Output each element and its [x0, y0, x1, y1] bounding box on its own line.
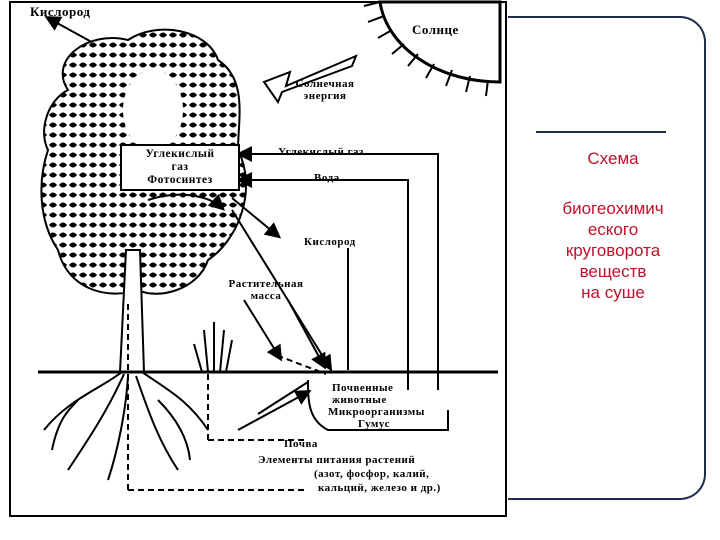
sun-icon: [363, 0, 502, 97]
co2-arrow: [236, 146, 439, 162]
side-divider: [536, 131, 666, 133]
plant-mass-arrow-1: [231, 209, 333, 372]
label-humus: Гумус: [358, 418, 390, 430]
label-water: Вода: [314, 172, 340, 184]
box-line-gas: газ: [171, 161, 189, 173]
label-plant-mass-line2: масса: [250, 290, 282, 302]
side-body-line: на суше: [581, 283, 645, 302]
label-solar-energy: Солнечная энергия: [288, 78, 362, 102]
side-body-line: еского: [587, 220, 639, 239]
plant-mass-arrow-2: [243, 299, 283, 362]
box-line-photosynthesis: Фотосинтез: [147, 174, 213, 186]
label-sun: Солнце: [412, 22, 459, 37]
side-body-line: круговорота: [565, 241, 661, 260]
decomposition-lines: [127, 300, 327, 491]
label-co2: Углекислый газ: [278, 146, 364, 158]
label-oxygen-top: Кислород: [30, 4, 91, 19]
label-soil-animals-line1: Почвенные: [332, 382, 394, 394]
label-plant-mass-line1: Растительная: [228, 278, 304, 290]
side-body: биогеохимич еского круговорота веществ н…: [528, 198, 698, 303]
solar-energy-arrow: [262, 54, 358, 105]
oxygen-mid-arrow: [231, 197, 282, 239]
diagram-frame: [9, 1, 507, 517]
label-soil-biota: Почвенные животные Микроорганизмы Гумус: [328, 382, 425, 430]
photosynthesis-box: Углекислый газ Фотосинтез: [120, 144, 240, 191]
label-plant-mass: Растительная масса: [216, 278, 316, 302]
side-body-line: веществ: [579, 262, 647, 281]
label-solar-energy-line2: энергия: [303, 90, 347, 102]
label-microorganisms: Микроорганизмы: [328, 406, 425, 418]
tree-roots: [43, 371, 209, 481]
side-title: Схема: [587, 149, 639, 168]
side-card: [508, 16, 706, 500]
label-nutrients-list-1: (азот, фосфор, калий,: [314, 468, 430, 480]
box-line-co2: Углекислый: [145, 148, 215, 160]
label-nutrients-list-2: кальций, железо и др.): [318, 482, 441, 494]
label-nutrients: Элементы питания растений: [258, 454, 416, 466]
biogeochemical-cycle-diagram: Кислород Солнце Солнечная энергия Углеки…: [8, 0, 508, 520]
diagram-artwork: [9, 0, 507, 517]
label-soil: Почва: [284, 438, 318, 450]
label-solar-energy-line1: Солнечная: [295, 78, 355, 90]
water-arrow: [236, 172, 409, 390]
side-body-line: биогеохимич: [562, 199, 664, 218]
grass-tuft: [193, 322, 233, 373]
label-oxygen-mid: Кислород: [304, 236, 356, 248]
label-soil-animals-line2: животные: [332, 394, 387, 406]
